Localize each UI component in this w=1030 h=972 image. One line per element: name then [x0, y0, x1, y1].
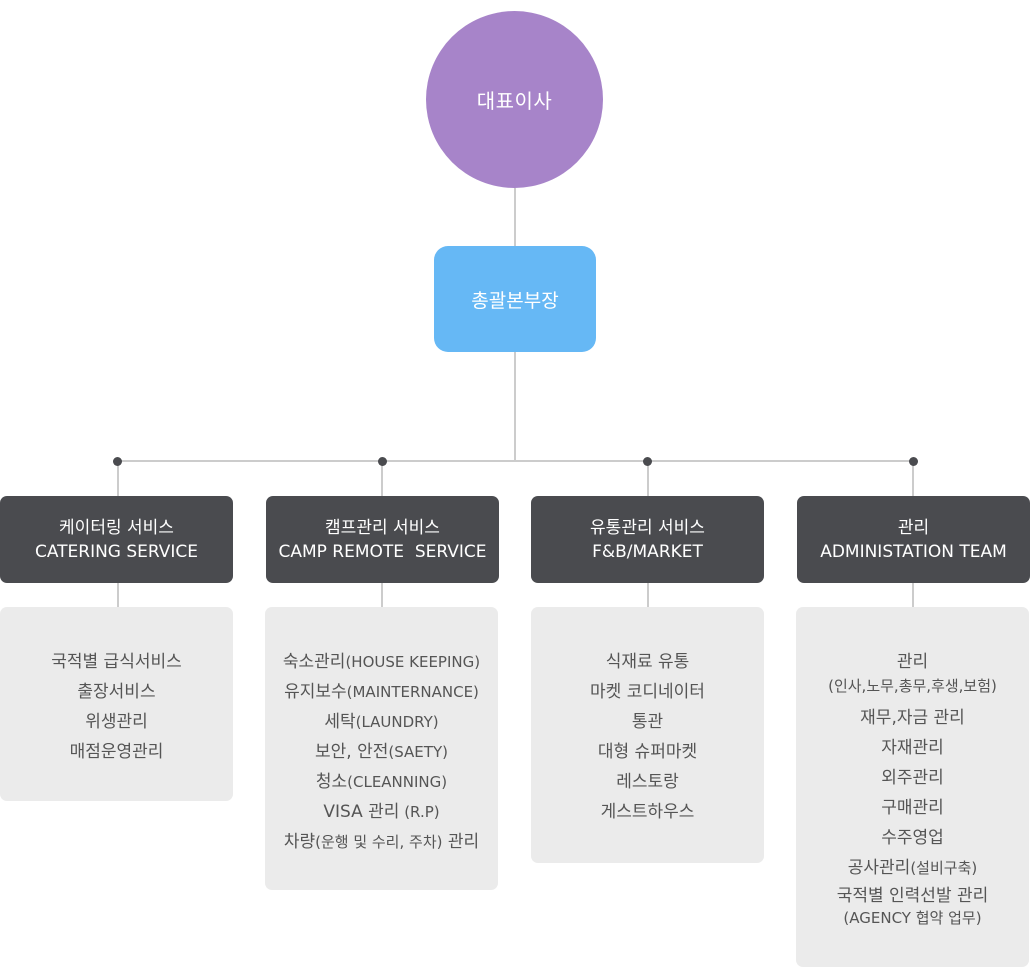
connector-node-2 [378, 457, 387, 466]
connector-node-1 [113, 457, 122, 466]
dept-title-ko: 캠프관리 서비스 [325, 517, 440, 538]
connector-gm-bus [514, 352, 516, 461]
list-item: VISA 관리 (R.P) [323, 802, 440, 822]
list-item: 수주영업 [881, 828, 944, 848]
dept-title-ko: 케이터링 서비스 [59, 517, 174, 538]
list-item: 대형 슈퍼마켓 [597, 742, 698, 762]
list-item: 공사관리(설비구축) [847, 858, 978, 878]
list-item: 국적별 인력선발 관리 [836, 886, 989, 906]
detail-box-camp: 숙소관리(HOUSE KEEPING) 유지보수(MAINTERNANCE) 세… [265, 607, 498, 890]
list-item: 레스토랑 [616, 772, 679, 792]
dept-fnb-market: 유통관리 서비스 F&B/MARKET [531, 496, 764, 583]
ceo-node: 대표이사 [426, 11, 603, 188]
list-item: 구매관리 [881, 798, 944, 818]
list-item: 게스트하우스 [600, 802, 695, 822]
ceo-label: 대표이사 [476, 89, 553, 113]
dept-title-en: F&B/MARKET [592, 541, 703, 562]
dept-title-ko: 관리 [897, 517, 930, 538]
connector-bus [117, 460, 914, 462]
dept-catering: 케이터링 서비스 CATERING SERVICE [0, 496, 233, 583]
connector-node-4 [909, 457, 918, 466]
list-item: 위생관리 [85, 712, 148, 732]
list-item: 식재료 유통 [605, 652, 690, 672]
list-item: 국적별 급식서비스 [51, 652, 182, 672]
list-item: 세탁(LAUNDRY) [324, 712, 439, 732]
dept-title-ko: 유통관리 서비스 [590, 517, 705, 538]
connector-drop-4 [912, 461, 914, 496]
general-manager-label: 총괄본부장 [471, 289, 559, 312]
connector-drop-1 [117, 461, 119, 496]
detail-box-catering: 국적별 급식서비스 출장서비스 위생관리 매점운영관리 [0, 607, 233, 801]
connector-dept-box-2 [381, 583, 383, 607]
list-item: 청소(CLEANNING) [315, 772, 448, 792]
list-item: 매점운영관리 [69, 742, 164, 762]
list-item-note: (AGENCY 협약 업무) [843, 909, 982, 927]
list-item: 보안, 안전(SAETY) [315, 742, 448, 762]
connector-ceo-gm [514, 188, 516, 246]
dept-administration: 관리 ADMINISTATION TEAM [797, 496, 1030, 583]
dept-title-en: CATERING SERVICE [34, 541, 199, 562]
list-item: 관리 [896, 652, 929, 672]
connector-drop-2 [381, 461, 383, 496]
dept-title-en: ADMINISTATION TEAM [820, 541, 1007, 562]
connector-drop-3 [647, 461, 649, 496]
list-item: 외주관리 [881, 768, 944, 788]
detail-box-administration: 관리 (인사,노무,총무,후생,보험) 재무,자금 관리 자재관리 외주관리 구… [796, 607, 1029, 967]
list-item: 마켓 코디네이터 [590, 682, 705, 702]
list-item-note: (인사,노무,총무,후생,보험) [828, 677, 997, 695]
general-manager-node: 총괄본부장 [434, 246, 596, 352]
connector-node-3 [643, 457, 652, 466]
connector-dept-box-4 [912, 583, 914, 607]
detail-box-fnb-market: 식재료 유통 마켓 코디네이터 통관 대형 슈퍼마켓 레스토랑 게스트하우스 [531, 607, 764, 863]
list-item: 출장서비스 [77, 682, 156, 702]
connector-dept-box-3 [647, 583, 649, 607]
list-item: 통관 [631, 712, 664, 732]
list-item: 재무,자금 관리 [860, 708, 965, 728]
list-item: 자재관리 [881, 738, 944, 758]
dept-title-en: CAMP REMOTE SERVICE [278, 541, 487, 562]
list-item: 유지보수(MAINTERNANCE) [284, 682, 479, 702]
list-item: 숙소관리(HOUSE KEEPING) [282, 652, 481, 672]
list-item: 차량(운행 및 수리, 주차) 관리 [283, 832, 480, 852]
dept-camp: 캠프관리 서비스 CAMP REMOTE SERVICE [266, 496, 499, 583]
connector-dept-box-1 [117, 583, 119, 607]
